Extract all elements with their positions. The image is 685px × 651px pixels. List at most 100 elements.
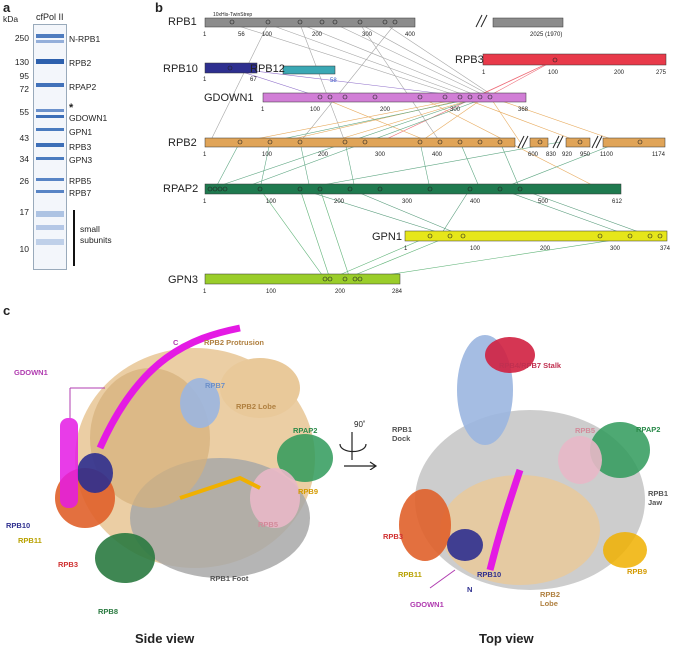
svg-text:600: 600 — [528, 152, 539, 158]
marker-55: 55 — [19, 107, 29, 117]
panel-b-letter: b — [155, 0, 163, 15]
svg-text:200: 200 — [335, 289, 346, 295]
top-label-rpb5: RPB5 — [575, 426, 596, 435]
top-label-rpb4-rpb7-stalk: RPB4/RPB7 Stalk — [499, 361, 562, 370]
crosslink-map: RPB1 10xHis-TwinStrep RPB3 RPB10 RPB12 G… — [163, 12, 671, 295]
rpb10-name: RPB10 — [163, 63, 198, 75]
protein-bars — [204, 14, 668, 285]
svg-text:500: 500 — [538, 199, 549, 205]
marker-130: 130 — [14, 57, 29, 67]
band-label-rpb5: RPB5 — [69, 176, 92, 186]
svg-text:100: 100 — [262, 32, 273, 38]
top-label-n-terminus: N — [467, 585, 473, 594]
rpb2-name: RPB2 — [168, 137, 197, 149]
svg-text:200: 200 — [318, 152, 329, 158]
rpb2-bar — [204, 137, 516, 148]
top-label-rpb3: RPB3 — [383, 532, 404, 541]
side-label-rpb5: RPB5 — [258, 520, 279, 529]
svg-text:300: 300 — [610, 246, 621, 252]
svg-text:200: 200 — [540, 246, 551, 252]
crosslink-sites — [207, 19, 663, 282]
svg-text:100: 100 — [266, 289, 277, 295]
side-view-structure — [55, 324, 333, 583]
svg-text:200: 200 — [614, 70, 625, 76]
svg-text:1: 1 — [203, 77, 207, 83]
svg-text:1: 1 — [203, 32, 207, 38]
svg-text:2025 (1970): 2025 (1970) — [530, 32, 562, 38]
band-label-asterisk: * — [69, 102, 74, 114]
marker-95: 95 — [19, 71, 29, 81]
rpb1-name: RPB1 — [168, 16, 197, 28]
band-label-gpn1: GPN1 — [69, 127, 93, 137]
rotation-label: 90˚ — [354, 420, 366, 429]
rpb12-bar — [282, 65, 336, 75]
small-subunits-bracket — [73, 210, 75, 266]
top-label-rpb1-dock: RPB1 Dock — [392, 425, 413, 443]
gpn1-bar — [404, 230, 668, 242]
band-label-gdown1: GDOWN1 — [69, 113, 108, 123]
band-label-gpn3: GPN3 — [69, 155, 93, 165]
top-view-structure — [399, 335, 650, 590]
rpap2-name: RPAP2 — [163, 183, 198, 195]
svg-text:1174: 1174 — [652, 152, 666, 158]
top-view-title: Top view — [479, 631, 534, 646]
svg-text:1: 1 — [203, 152, 207, 158]
band-label-rpap2: RPAP2 — [69, 82, 97, 92]
svg-text:100: 100 — [266, 199, 277, 205]
svg-text:100: 100 — [310, 107, 321, 113]
marker-72: 72 — [19, 84, 29, 94]
svg-text:400: 400 — [405, 32, 416, 38]
svg-text:300: 300 — [362, 32, 373, 38]
svg-text:67: 67 — [250, 77, 257, 83]
side-label-rpb11: RPB11 — [18, 536, 42, 545]
small-subunits-label: small subunits — [80, 224, 112, 245]
panel-c-letter: c — [3, 303, 11, 318]
gpn1-name: GPN1 — [372, 231, 402, 243]
marker-10: 10 — [19, 244, 29, 254]
marker-250: 250 — [14, 33, 29, 43]
gel-lane — [33, 24, 67, 270]
kda-label: kDa — [3, 14, 19, 24]
rpb1-bar — [204, 17, 416, 28]
svg-text:200: 200 — [312, 32, 323, 38]
svg-text:200: 200 — [334, 199, 345, 205]
svg-text:400: 400 — [432, 152, 443, 158]
svg-text:56: 56 — [238, 32, 245, 38]
marker-26: 26 — [19, 176, 29, 186]
lane-title: cfPol II — [36, 12, 64, 22]
svg-text:1: 1 — [203, 289, 207, 295]
svg-text:275: 275 — [656, 70, 667, 76]
gpn3-name: GPN3 — [168, 274, 198, 286]
marker-34: 34 — [19, 154, 29, 164]
rpb10-bar — [204, 62, 258, 74]
band-label-rpb7: RPB7 — [69, 188, 92, 198]
svg-text:200: 200 — [380, 107, 391, 113]
side-label-rpb9: RPB9 — [298, 487, 319, 496]
svg-text:920: 920 — [562, 152, 573, 158]
side-label-rpb2-lobe: RPB2 Lobe — [236, 402, 277, 411]
svg-text:1: 1 — [261, 107, 265, 113]
rpb3-bar — [482, 53, 667, 66]
svg-text:830: 830 — [546, 152, 557, 158]
side-label-rpb3: RPB3 — [58, 560, 79, 569]
svg-text:300: 300 — [402, 199, 413, 205]
band-label-rpb2: RPB2 — [69, 58, 92, 68]
marker-17: 17 — [19, 207, 29, 217]
svg-text:1: 1 — [203, 199, 207, 205]
top-label-rpap2: RPAP2 — [636, 425, 661, 434]
top-label-rpb9: RPB9 — [627, 567, 648, 576]
side-label-rpb8: RPB8 — [98, 607, 119, 616]
svg-text:300: 300 — [375, 152, 386, 158]
svg-text:58: 58 — [330, 78, 337, 84]
svg-text:1: 1 — [482, 70, 486, 76]
svg-text:284: 284 — [392, 289, 403, 295]
side-view-title: Side view — [135, 631, 195, 646]
side-label-gdown1: GDOWN1 — [14, 368, 48, 377]
side-label-rpb1-foot: RPB1 Foot — [210, 574, 249, 583]
top-label-rpb1-jaw: RPB1 Jaw — [648, 489, 669, 507]
marker-43: 43 — [19, 133, 29, 143]
gpn3-bar — [204, 273, 401, 285]
svg-text:100: 100 — [548, 70, 559, 76]
rpb3-name: RPB3 — [455, 54, 484, 66]
rpb12-name: RPB12 — [250, 63, 285, 75]
